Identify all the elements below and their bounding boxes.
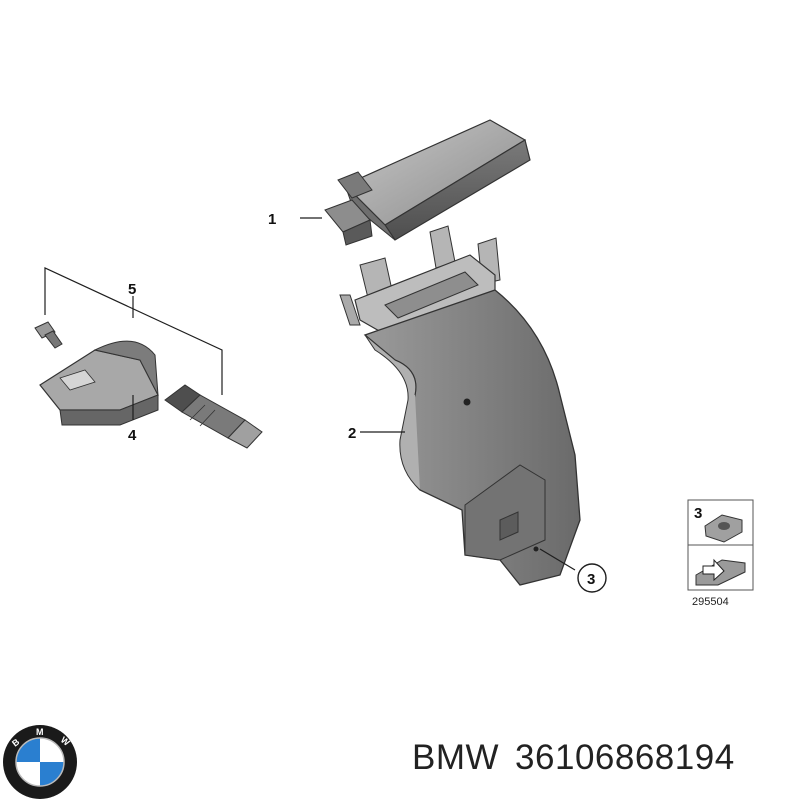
callout-1: 1: [268, 211, 276, 228]
bracket-part-2: [339, 225, 581, 586]
tpms-sensor-part-4: [39, 340, 159, 426]
control-unit-part-1: [300, 119, 531, 246]
nut-inset: 3 295504: [687, 499, 754, 608]
part-caption: BMW 36106868194: [412, 738, 751, 778]
caption-brand: BMW: [412, 738, 500, 777]
inset-code: 295504: [692, 596, 729, 608]
screw: [34, 321, 63, 349]
bmw-logo: B M W: [3, 725, 77, 799]
svg-text:M: M: [36, 727, 44, 737]
valve-stem: [164, 384, 263, 449]
svg-text:B: B: [10, 736, 22, 748]
callout-3: 3: [587, 571, 595, 588]
caption-part-number: 36106868194: [515, 738, 735, 777]
inset-label: 3: [694, 505, 702, 522]
callout-4: 4: [128, 427, 137, 444]
callout-3-circle: 3: [577, 563, 607, 593]
callout-5: 5: [128, 281, 136, 298]
callout-2: 2: [348, 425, 356, 442]
tpms-kit-part-5: [34, 267, 263, 449]
